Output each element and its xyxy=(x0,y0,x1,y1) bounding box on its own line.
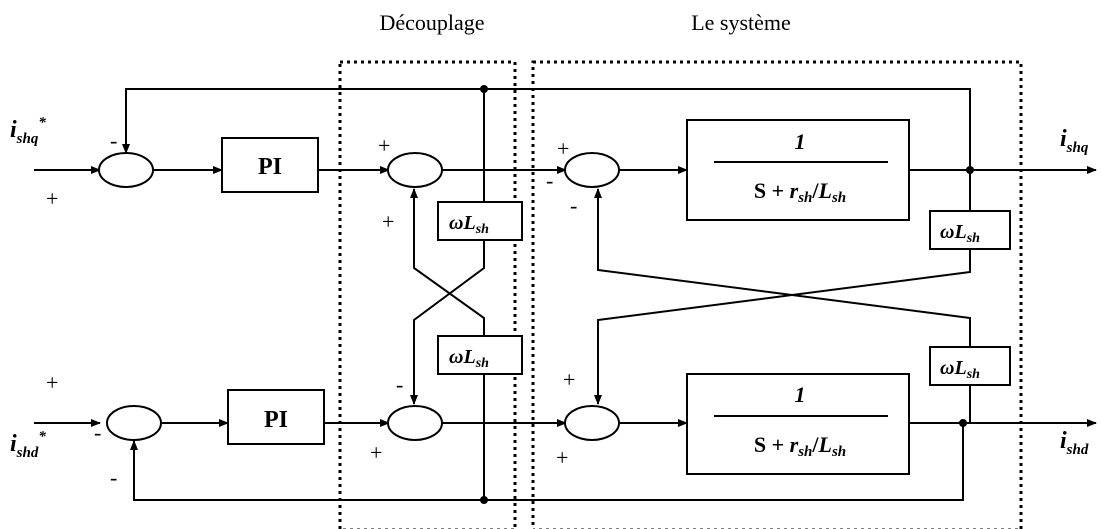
label-i-shd-out: ishd xyxy=(1060,428,1089,458)
system-region xyxy=(531,60,1023,529)
sign-minus-top-fb: - xyxy=(110,128,117,153)
sign-plus-bottom-in: + xyxy=(46,370,58,395)
plant-block-top xyxy=(686,119,910,221)
bottom-summing-junction-1 xyxy=(106,405,162,441)
top-summing-junction-1 xyxy=(98,152,154,188)
decoupling-gain-top-label: ωLsh xyxy=(449,212,489,237)
decoupling-gain-block-bottom xyxy=(437,335,523,375)
decoupling-gain-block-top xyxy=(437,201,523,241)
sign-plus-bottom-sys: + xyxy=(556,445,568,470)
bottom-decoupling-junction xyxy=(387,405,443,441)
sign-minus-bottom-fb: - xyxy=(110,465,117,490)
sign-plus-top-dec-left: + xyxy=(378,133,390,158)
plant-bottom-numerator: 1 xyxy=(795,382,806,407)
pi-top-label: PI xyxy=(258,154,282,180)
sign-plus-top-dec-bottom: + xyxy=(382,209,394,234)
plant-block-bottom xyxy=(686,373,910,475)
sign-plus-bottom-sys-top: + xyxy=(563,367,575,392)
pi-block-bottom xyxy=(227,389,325,445)
pi-bottom-label: PI xyxy=(264,407,288,433)
pi-block-top xyxy=(221,137,319,193)
bottom-system-junction xyxy=(564,405,620,441)
system-gain-block-top xyxy=(929,210,1011,250)
system-title: Le système xyxy=(691,10,791,35)
sign-minus-bottom-dec-top: - xyxy=(396,372,403,397)
decoupling-region xyxy=(338,60,517,529)
sign-plus-top-sys: + xyxy=(557,136,569,161)
sign-minus-bottom-in: - xyxy=(94,420,101,445)
top-decoupling-junction xyxy=(387,152,443,188)
sign-plus-bottom-dec: + xyxy=(370,440,382,465)
system-gain-block-bottom xyxy=(929,346,1011,386)
bottom-feedback-path xyxy=(130,423,964,501)
sign-minus-top-sys-left: - xyxy=(546,168,553,193)
plant-bottom-denominator: S + rsh/Lsh xyxy=(754,432,846,460)
label-i-shq-ref: ishq* xyxy=(10,115,46,147)
decoupling-gain-bottom-label: ωLsh xyxy=(449,346,489,371)
decoupling-cross-id-to-q xyxy=(410,188,485,500)
system-gain-top-label: ωLsh xyxy=(940,221,980,246)
label-i-shq-out: ishq xyxy=(1060,126,1089,156)
decoupling-title: Découplage xyxy=(379,10,484,35)
plant-top-denominator: S + rsh/Lsh xyxy=(754,178,846,206)
label-i-shd-ref: ishd* xyxy=(10,429,46,461)
top-system-junction xyxy=(564,152,620,188)
sign-minus-top-sys-bottom: - xyxy=(570,193,577,218)
sign-plus-top-in: + xyxy=(46,186,58,211)
plant-top-numerator: 1 xyxy=(795,129,806,154)
system-gain-bottom-label: ωLsh xyxy=(940,357,980,382)
top-feedback-path xyxy=(122,88,971,170)
